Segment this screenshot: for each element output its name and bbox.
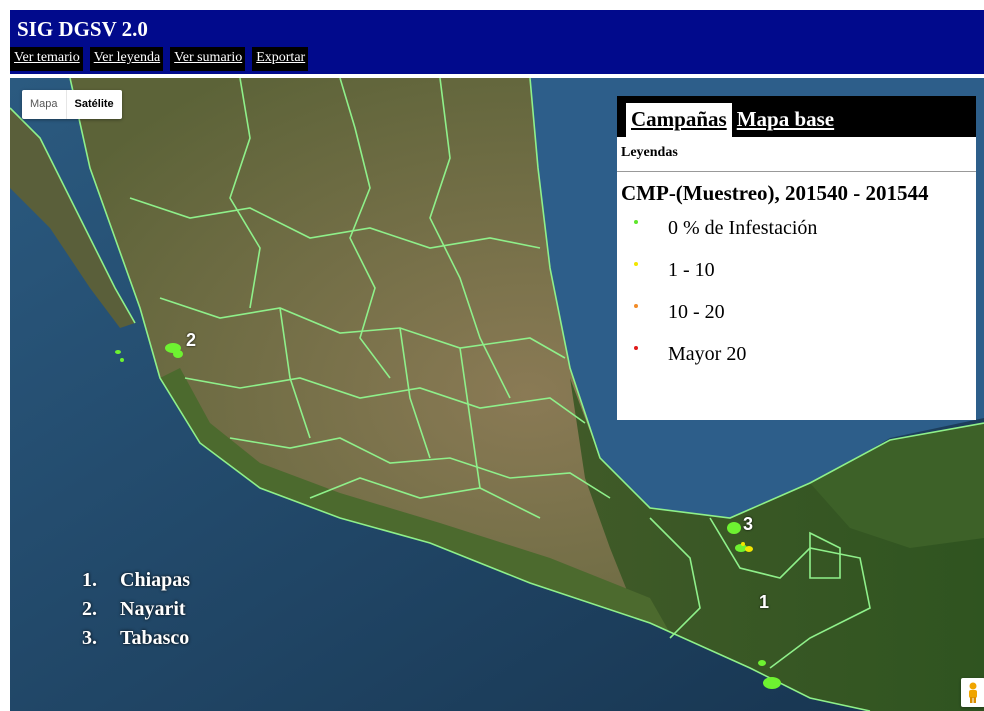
legend-dot-icon xyxy=(634,220,638,224)
tab-mapa-base[interactable]: Mapa base xyxy=(731,103,840,137)
legend-dot-icon xyxy=(634,346,638,350)
nav-exportar[interactable]: Exportar xyxy=(252,47,309,71)
nav-ver-leyenda[interactable]: Ver leyenda xyxy=(89,47,164,71)
legend-item: Mayor 20 xyxy=(617,333,976,375)
map-type-mapa-button[interactable]: Mapa xyxy=(22,90,67,119)
map-type-satelite-button[interactable]: Satélite xyxy=(74,98,114,110)
legend-title: CMP-(Muestreo), 201540 - 201544 xyxy=(621,181,929,205)
legend-tabs: Campañas Mapa base xyxy=(617,96,976,137)
map-canvas[interactable]: Mapa Satélite 2 3 1 1.Chiapas 2.Nayarit … xyxy=(10,78,984,711)
list-item: 3.Tabasco xyxy=(82,627,190,649)
tab-campanas[interactable]: Campañas xyxy=(626,103,732,137)
street-view-pegman-icon[interactable] xyxy=(961,678,984,707)
nav-ver-sumario[interactable]: Ver sumario xyxy=(170,47,246,71)
header-divider xyxy=(10,74,984,78)
list-item: 1.Chiapas xyxy=(82,569,191,591)
legend-dot-icon xyxy=(634,262,638,266)
app-header: SIG DGSV 2.0 Ver temario Ver leyenda Ver… xyxy=(10,10,984,74)
map-marker-label: 2 xyxy=(186,330,197,350)
map-type-control: Mapa Satélite xyxy=(22,90,122,119)
nav-bar: Ver temario Ver leyenda Ver sumario Expo… xyxy=(10,47,315,71)
state-number-list: 1.Chiapas 2.Nayarit 3.Tabasco xyxy=(82,569,190,656)
legend-item: 10 - 20 xyxy=(617,291,976,333)
legend-panel: Campañas Mapa base Leyendas CMP-(Muestre… xyxy=(617,96,976,420)
map-marker-label: 3 xyxy=(743,514,754,534)
list-item: 2.Nayarit xyxy=(82,598,186,620)
legend-heading: Leyendas xyxy=(617,137,976,172)
app-title: SIG DGSV 2.0 xyxy=(17,17,148,41)
legend-item: 1 - 10 xyxy=(617,249,976,291)
legend-dot-icon xyxy=(634,304,638,308)
map-marker-label: 1 xyxy=(759,592,770,612)
nav-ver-temario[interactable]: Ver temario xyxy=(10,47,83,71)
legend-item: 0 % de Infestación xyxy=(617,207,976,249)
